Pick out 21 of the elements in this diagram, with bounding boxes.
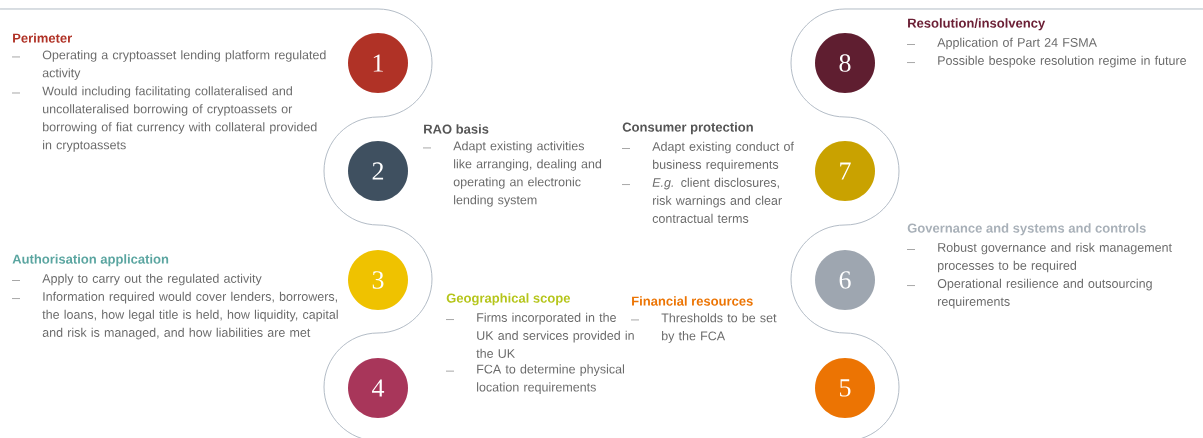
bullet-text: FCA to determine physical location requirements (477, 364, 624, 394)
bullet-text: Robust governance and risk management processes to be required (938, 242, 1172, 273)
bullet-text: Operational resilience and outsourcing requirements (937, 278, 1152, 309)
bullet-text: E.g. client disclosures, risk warnings and clear contractual terms (652, 177, 782, 223)
section-heading: Financial resources (632, 296, 753, 306)
bullet-text: Application of Part 24 FSMA (937, 37, 1097, 50)
bullet-text: Adapt existing activities like arranging, dealing and operating an electronic lending system (453, 141, 602, 207)
bullet-text: Firms incorporated in the UK and services provided in the UK (476, 312, 634, 358)
bullet-text: Apply to carry out the regulated activity (42, 273, 262, 286)
section-heading: Resolution/insolvency (908, 18, 1046, 31)
section-heading: Consumer protection (622, 122, 753, 135)
section-heading: Perimeter (13, 33, 72, 43)
bullet-text: Thresholds to be set by the FCA (661, 313, 777, 343)
bullet-text: Would including facilitating collateralised and uncollateralised borrowing of cryptoassets or borrowing of fiat currency with collateral provided in cryptoassets (42, 86, 317, 152)
section-heading: Authorisation application (12, 254, 169, 267)
section-heading: RAO basis (424, 124, 489, 134)
bullet-text: Operating a cryptoasset lending platform regulated activity (42, 50, 326, 80)
section-heading: Geographical scope (446, 293, 570, 306)
bullet-text: Information required would cover lenders, borrowers, the loans, how legal title is held, how liquidity, capital and risk is managed, and how liabilities are met (42, 291, 338, 340)
section-heading: Governance and systems and controls (907, 223, 1146, 236)
bullet-text: Possible bespoke resolution regime in future (938, 55, 1187, 68)
